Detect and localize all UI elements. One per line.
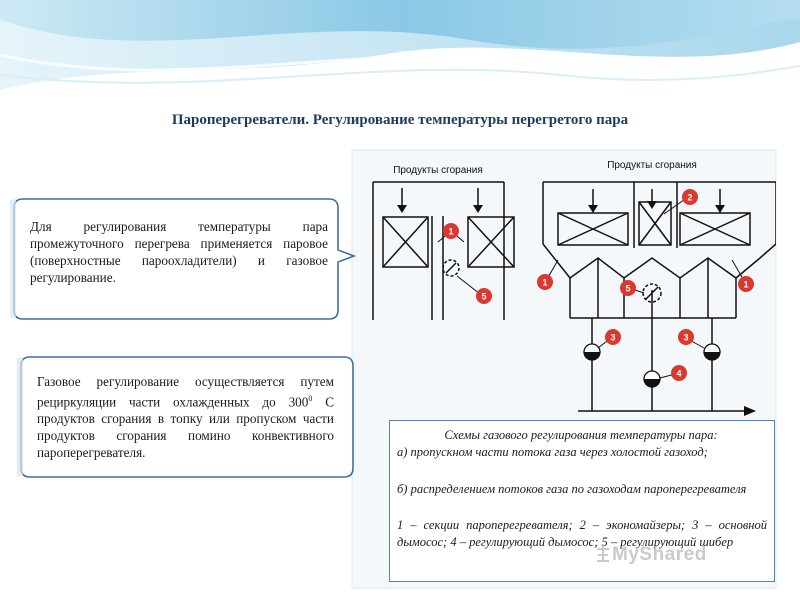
marker-label: 5 [481, 292, 486, 302]
marker-label: 5 [625, 284, 630, 294]
flow-label-right: Продукты сгорания [607, 160, 697, 171]
scheme-a [372, 181, 515, 320]
superheater-section-right [467, 216, 515, 268]
marker-label: 1 [743, 280, 748, 290]
watermark-icon [597, 544, 609, 562]
caption-line-b: б) распределением потоков газа по газохо… [397, 482, 747, 496]
marker-label: 3 [610, 333, 615, 343]
markers: 1 5 2 1 5 1 3 3 4 [443, 189, 754, 381]
superheater-section-b-right [679, 212, 751, 246]
caption-heading: Схемы газового регулирования температуры… [444, 428, 718, 442]
marker-5-b: 5 [620, 280, 636, 296]
scheme-b [542, 181, 776, 412]
marker-label: 1 [542, 278, 547, 288]
marker-2-b: 2 [682, 189, 698, 205]
caption-line-legend: 1 – секции пароперегревателя; 2 – эконом… [397, 518, 767, 549]
marker-1-b-left: 1 [537, 274, 553, 290]
callout-frame-2 [20, 356, 354, 478]
watermark-text: MyShared [612, 544, 707, 565]
marker-1-b-right: 1 [738, 276, 754, 292]
degree-superscript: 0 [308, 394, 313, 403]
marker-1-a: 1 [443, 223, 459, 239]
caption-box: Схемы газового регулирования температуры… [389, 420, 775, 582]
superheater-section-left [382, 216, 429, 268]
page-title: Пароперегреватели. Регулирование темпера… [171, 112, 629, 128]
marker-label: 3 [683, 333, 688, 343]
marker-label: 4 [676, 369, 681, 379]
caption-line-a: а) пропускном части потока газа через хо… [397, 445, 708, 459]
callout-text-gas-regulation: Газовое регулирование осуществляется пут… [37, 373, 334, 461]
callout-text-regulation: Для регулирования температуры пара проме… [30, 219, 328, 285]
callout-text-part1: Газовое регулирование осуществляется пут… [37, 374, 334, 410]
callout-text-part2: С продуктов сгорания в топку или пропуск… [37, 394, 334, 461]
marker-4-b: 4 [671, 365, 687, 381]
marker-label: 1 [448, 227, 453, 237]
marker-5-a: 5 [476, 288, 492, 304]
marker-3-b-left: 3 [605, 329, 621, 345]
marker-3-b-right: 3 [678, 329, 694, 345]
callout-frame-1 [13, 198, 357, 320]
gas-regulation-schematic: Продукты сгорания Продукты сгорания 1 5 … [372, 160, 776, 416]
marker-label: 2 [687, 193, 692, 203]
flow-label-left: Продукты сгорания [393, 165, 483, 176]
